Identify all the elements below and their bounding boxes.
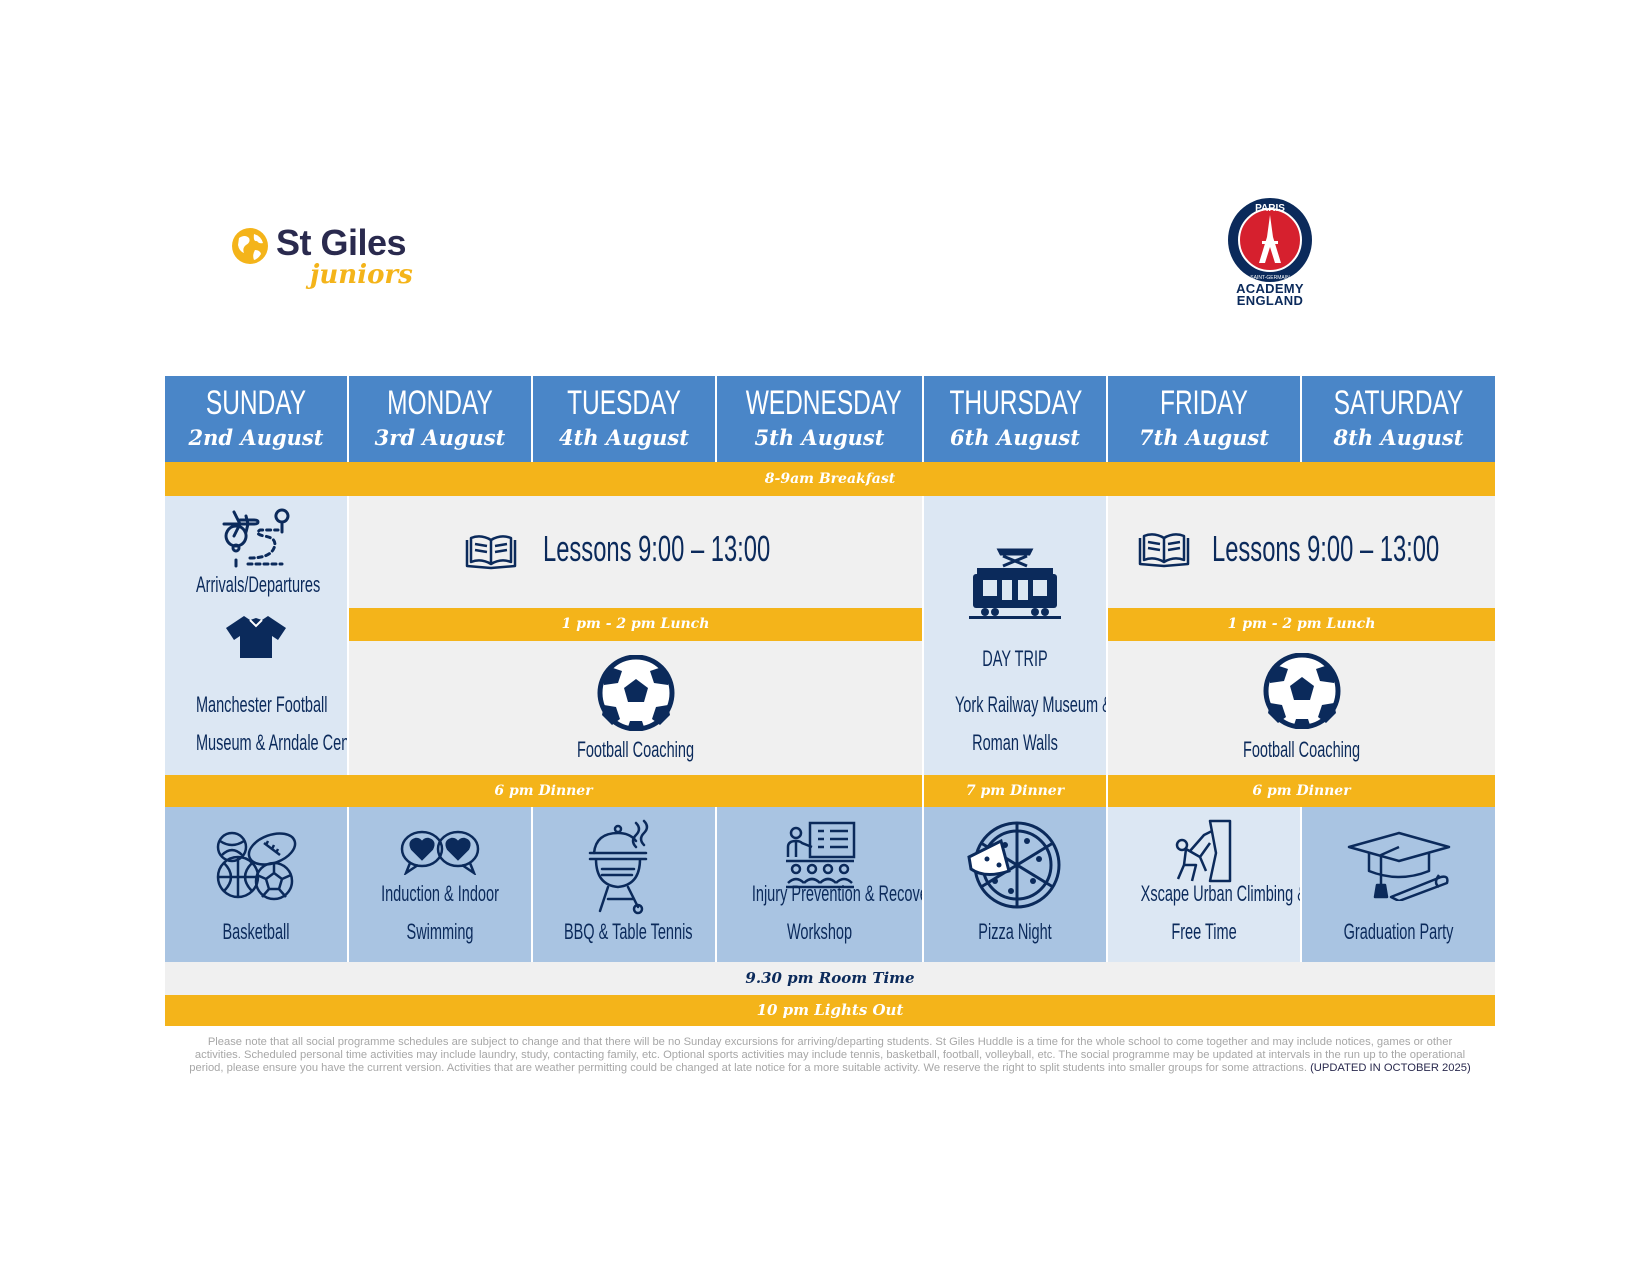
footnote-text: Please note that all social programme sc… xyxy=(189,1036,1466,1074)
weekly-timetable: SUNDAY 2nd August MONDAY 3rd August TUES… xyxy=(165,376,1495,1026)
header-sunday: SUNDAY 2nd August xyxy=(165,376,349,462)
football-mon-wed: Football Coaching xyxy=(349,641,924,775)
header-monday: MONDAY 3rd August xyxy=(349,376,533,462)
workshop-presentation-icon xyxy=(785,821,855,889)
football-label: Football Coaching xyxy=(576,737,695,762)
lights-out-bar: 10 pm Lights Out xyxy=(165,995,1495,1026)
globe-icon xyxy=(232,228,268,264)
psg-academy-logo: PARIS SAINT-GERMAIN ACADEMY ENGLAND xyxy=(1215,197,1325,309)
header-friday: FRIDAY 7th August xyxy=(1108,376,1302,462)
day-name: SUNDAY xyxy=(205,384,307,422)
climbing-wall-icon xyxy=(1175,819,1232,883)
room-time-bar: 9.30 pm Room Time xyxy=(165,962,1495,995)
arrivals-label: Arrivals/Departures xyxy=(195,572,321,597)
dinner-bar-fri-sat: 6 pm Dinner xyxy=(1108,775,1495,807)
day-date: 8th August xyxy=(1333,425,1464,450)
evening-line2: Graduation Party xyxy=(1343,919,1454,944)
evening-sunday: Basketball xyxy=(165,807,349,962)
travel-route-icon xyxy=(222,508,290,568)
evening-line2: Free Time xyxy=(1171,919,1237,944)
updated-note: (UPDATED IN OCTOBER 2025) xyxy=(1310,1062,1471,1074)
psg-crest-icon: PARIS SAINT-GERMAIN xyxy=(1228,198,1312,282)
lunch-bar-mon-wed: 1 pm - 2 pm Lunch xyxy=(349,608,924,641)
lessons-time: Lessons 9:00 – 13:00 xyxy=(1212,528,1440,569)
dinner-bar-thu: 7 pm Dinner xyxy=(924,775,1108,807)
evening-line1: Xscape Urban Climbing & xyxy=(1140,881,1302,906)
sunday-trip-line2: Museum & Arndale Centre xyxy=(195,730,349,755)
evening-friday: Xscape Urban Climbing & Free Time xyxy=(1108,807,1302,962)
day-name: MONDAY xyxy=(387,384,493,422)
evening-line2: Workshop xyxy=(786,919,853,944)
open-book-icon xyxy=(1138,533,1190,568)
header-tuesday: TUESDAY 4th August xyxy=(533,376,717,462)
football-label: Football Coaching xyxy=(1242,737,1361,762)
day-name: WEDNESDAY xyxy=(745,384,902,422)
st-giles-wordmark: St Giles xyxy=(276,222,407,263)
day-name: SATURDAY xyxy=(1333,384,1464,422)
header-thursday: THURSDAY 6th August xyxy=(924,376,1108,462)
psg-england-text: ENGLAND xyxy=(1236,293,1304,308)
day-date: 6th August xyxy=(950,425,1080,450)
evening-line2: Swimming xyxy=(406,919,474,944)
football-fri-sat: Football Coaching xyxy=(1108,641,1495,775)
bbq-grill-icon xyxy=(588,819,649,915)
evening-line1: Injury Prevention & Recovery xyxy=(751,881,924,906)
day-trip-label: DAY TRIP xyxy=(982,646,1048,671)
graduation-cap-icon xyxy=(1347,831,1450,901)
evening-line2: BBQ & Table Tennis xyxy=(563,919,693,944)
header-wednesday: WEDNESDAY 5th August xyxy=(717,376,924,462)
evening-thursday: Pizza Night xyxy=(924,807,1108,962)
evening-saturday: Graduation Party xyxy=(1302,807,1495,962)
header-saturday: SATURDAY 8th August xyxy=(1302,376,1495,462)
evening-wednesday: Injury Prevention & Recovery Workshop xyxy=(717,807,924,962)
day-trip-line2: Roman Walls xyxy=(972,730,1058,755)
day-date: 5th August xyxy=(754,425,885,450)
day-name: TUESDAY xyxy=(567,384,681,422)
day-name: FRIDAY xyxy=(1160,384,1248,422)
sunday-activities: Arrivals/Departures Manchester Football … xyxy=(165,496,349,775)
day-name: THURSDAY xyxy=(949,384,1083,422)
lessons-mon-wed: Lessons 9:00 – 13:00 xyxy=(349,496,924,608)
evening-line2: Pizza Night xyxy=(978,919,1052,944)
psg-academy-text: ACADEMY xyxy=(1236,281,1304,296)
tram-icon xyxy=(969,548,1061,619)
football-shirt-icon xyxy=(226,616,286,658)
disclaimer-footnote: Please note that all social programme sc… xyxy=(186,1036,1474,1075)
dinner-bar-sun-wed: 6 pm Dinner xyxy=(165,775,924,807)
lessons-fri-sat: Lessons 9:00 – 13:00 xyxy=(1108,496,1495,608)
day-date: 2nd August xyxy=(188,425,324,450)
evening-line1: Induction & Indoor xyxy=(381,881,499,906)
day-date: 3rd August xyxy=(374,425,506,450)
lunch-bar-fri-sat: 1 pm - 2 pm Lunch xyxy=(1108,608,1495,641)
day-trip-line1: York Railway Museum & xyxy=(954,692,1108,717)
sunday-trip-line1: Manchester Football xyxy=(195,692,328,717)
soccer-ball-icon xyxy=(1263,653,1340,729)
evening-monday: Induction & Indoor Swimming xyxy=(349,807,533,962)
sports-balls-icon xyxy=(216,831,297,901)
psg-badge-bottom-text: SAINT-GERMAIN xyxy=(1250,275,1290,281)
hearts-speech-icon xyxy=(400,830,480,875)
evening-tuesday: BBQ & Table Tennis xyxy=(533,807,717,962)
open-book-icon xyxy=(465,535,517,570)
thursday-day-trip: DAY TRIP York Railway Museum & Roman Wal… xyxy=(924,496,1108,775)
psg-badge-top-text: PARIS xyxy=(1255,203,1285,214)
day-date: 4th August xyxy=(559,425,689,450)
breakfast-bar: 8-9am Breakfast xyxy=(165,462,1495,496)
st-giles-juniors-logo: St Giles juniors xyxy=(230,222,430,292)
day-date: 7th August xyxy=(1139,425,1269,450)
pizza-icon xyxy=(967,821,1061,909)
lessons-time: Lessons 9:00 – 13:00 xyxy=(543,528,771,569)
soccer-ball-icon xyxy=(597,655,674,731)
juniors-wordmark: juniors xyxy=(310,260,413,290)
evening-line2: Basketball xyxy=(222,919,290,944)
